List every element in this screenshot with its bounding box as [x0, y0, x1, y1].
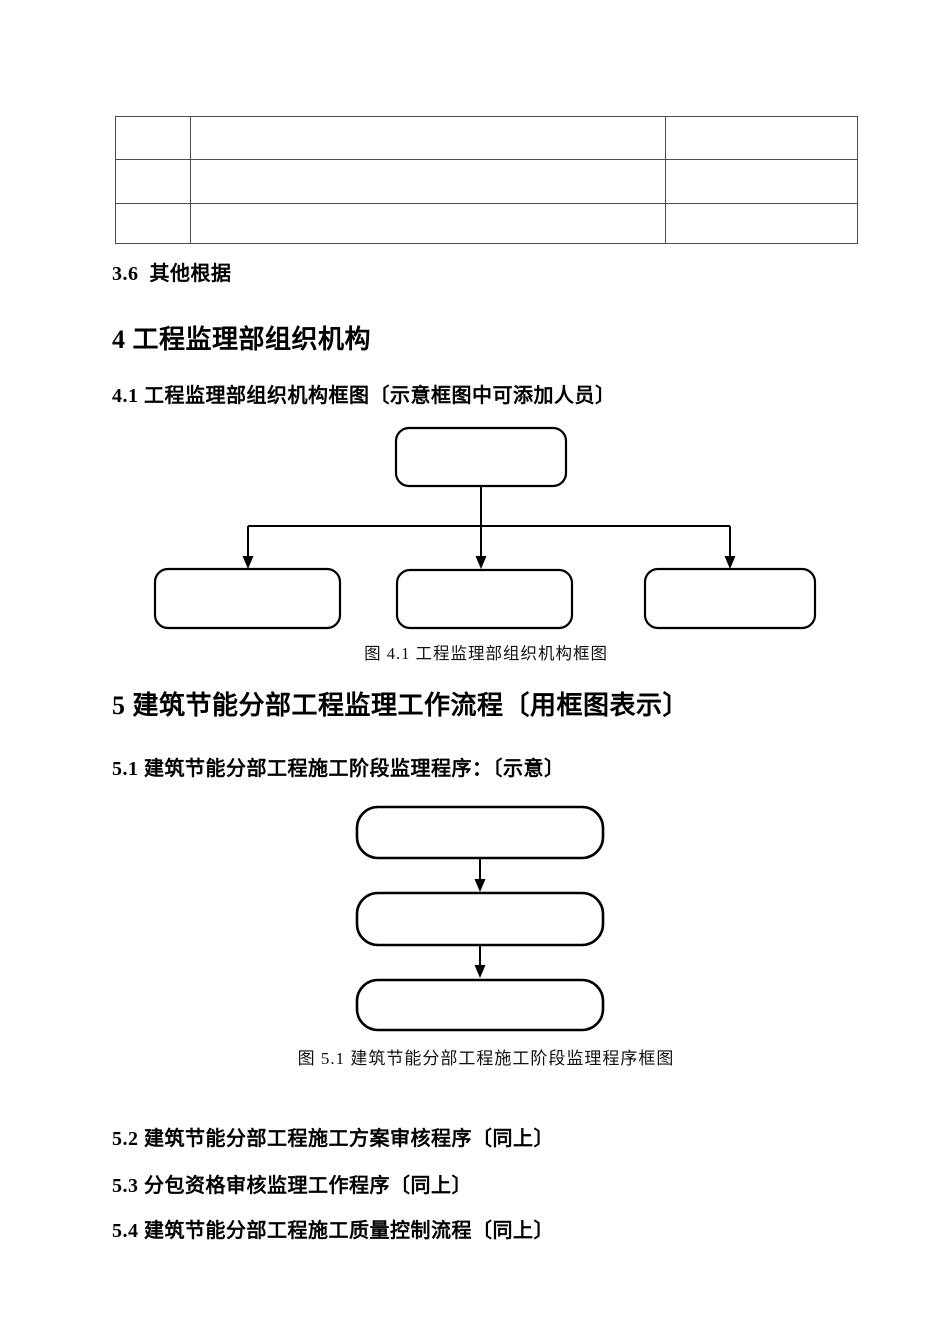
table-row	[115, 159, 858, 204]
table-cell	[665, 116, 858, 160]
table-cell	[190, 159, 666, 204]
heading-4-1: 4.1 工程监理部组织机构框图〔示意框图中可添加人员〕	[112, 385, 616, 407]
empty-table	[115, 116, 858, 244]
org-child-box-1	[153, 567, 342, 630]
heading-5-2: 5.2 建筑节能分部工程施工方案审核程序〔同上〕	[112, 1128, 554, 1150]
arrow-down-icon	[474, 965, 486, 978]
flowchart	[355, 805, 605, 1032]
org-child-box-3	[643, 567, 817, 630]
heading-5: 5 建筑节能分部工程监理工作流程〔用框图表示〕	[112, 691, 690, 720]
arrow-down-icon	[724, 556, 736, 569]
table-cell	[115, 203, 191, 244]
arrow-down-icon	[242, 556, 254, 569]
heading-5-4: 5.4 建筑节能分部工程施工质量控制流程〔同上〕	[112, 1220, 554, 1242]
heading-5-3: 5.3 分包资格审核监理工作程序〔同上〕	[112, 1175, 472, 1197]
table-cell	[190, 116, 666, 160]
figure-5-1-caption: 图 5.1 建筑节能分部工程施工阶段监理程序框图	[297, 1049, 675, 1068]
arrow-down-icon	[475, 556, 487, 569]
table-cell	[115, 159, 191, 204]
org-root-box	[394, 426, 568, 488]
flowchart-step-box-1	[355, 805, 605, 860]
table-row	[115, 116, 858, 160]
flowchart-step-box-3	[355, 978, 605, 1032]
table-cell	[190, 203, 666, 244]
table-cell	[665, 203, 858, 244]
table-cell	[665, 159, 858, 204]
table-row	[115, 203, 858, 244]
heading-3-6: 3.6 其他根据	[112, 263, 232, 285]
flowchart-step-box-2	[355, 891, 605, 947]
arrow-down-icon	[474, 879, 486, 892]
figure-4-1-caption: 图 4.1 工程监理部组织机构框图	[364, 644, 608, 663]
table-cell	[115, 116, 191, 160]
heading-4: 4 工程监理部组织机构	[112, 325, 372, 354]
org-chart	[153, 426, 817, 630]
org-child-box-2	[395, 568, 574, 630]
heading-5-1: 5.1 建筑节能分部工程施工阶段监理程序：〔示意〕	[112, 758, 565, 780]
